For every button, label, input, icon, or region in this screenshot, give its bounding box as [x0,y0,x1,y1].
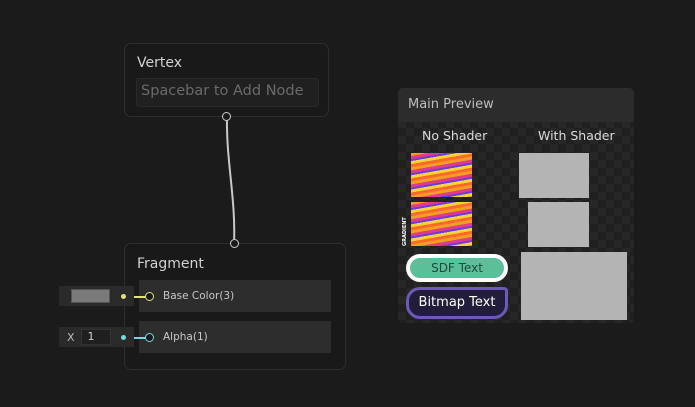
no-shader-header: No Shader [422,128,488,143]
with-shader-header: With Shader [538,128,615,143]
gradient-label: GRADIENT [402,217,408,246]
main-preview-panel[interactable]: Main Preview No Shader With Shader GRADI… [398,88,634,323]
vertex-title: Vertex [137,55,183,71]
vertex-output-port[interactable] [222,112,231,121]
alpha-socket[interactable] [145,333,154,342]
shader-output-2 [528,202,589,247]
fragment-input-port[interactable] [230,239,239,248]
shader-output-3 [521,252,627,320]
fragment-node[interactable]: Fragment Base Color(3) Alpha(1) [124,243,346,370]
preview-title[interactable]: Main Preview [398,88,634,122]
vertex-node[interactable]: Vertex Spacebar to Add Node [124,43,329,117]
color-swatch[interactable] [71,289,110,303]
alpha-port[interactable]: Alpha(1) [139,321,331,353]
alpha-axis-label: X [67,330,75,344]
base-color-label: Base Color(3) [163,290,235,302]
fragment-title: Fragment [137,256,204,272]
base-color-socket[interactable] [145,292,154,301]
base-color-port[interactable]: Base Color(3) [139,280,331,312]
alpha-label: Alpha(1) [163,331,208,343]
sdf-text-pill: SDF Text [406,254,508,282]
alpha-value-field[interactable]: 1 [80,329,111,345]
bitmap-text-pill: Bitmap Text [406,287,508,319]
add-node-field[interactable]: Spacebar to Add Node [136,78,319,107]
shader-output-1 [519,153,589,198]
base-color-dot [121,294,126,299]
alpha-input[interactable]: X 1 [59,327,134,347]
alpha-wire [134,337,146,339]
base-color-wire [134,296,146,298]
texture-image-2 [411,202,472,246]
alpha-dot [121,335,126,340]
texture-image-1 [411,153,472,197]
base-color-input[interactable] [59,286,134,306]
